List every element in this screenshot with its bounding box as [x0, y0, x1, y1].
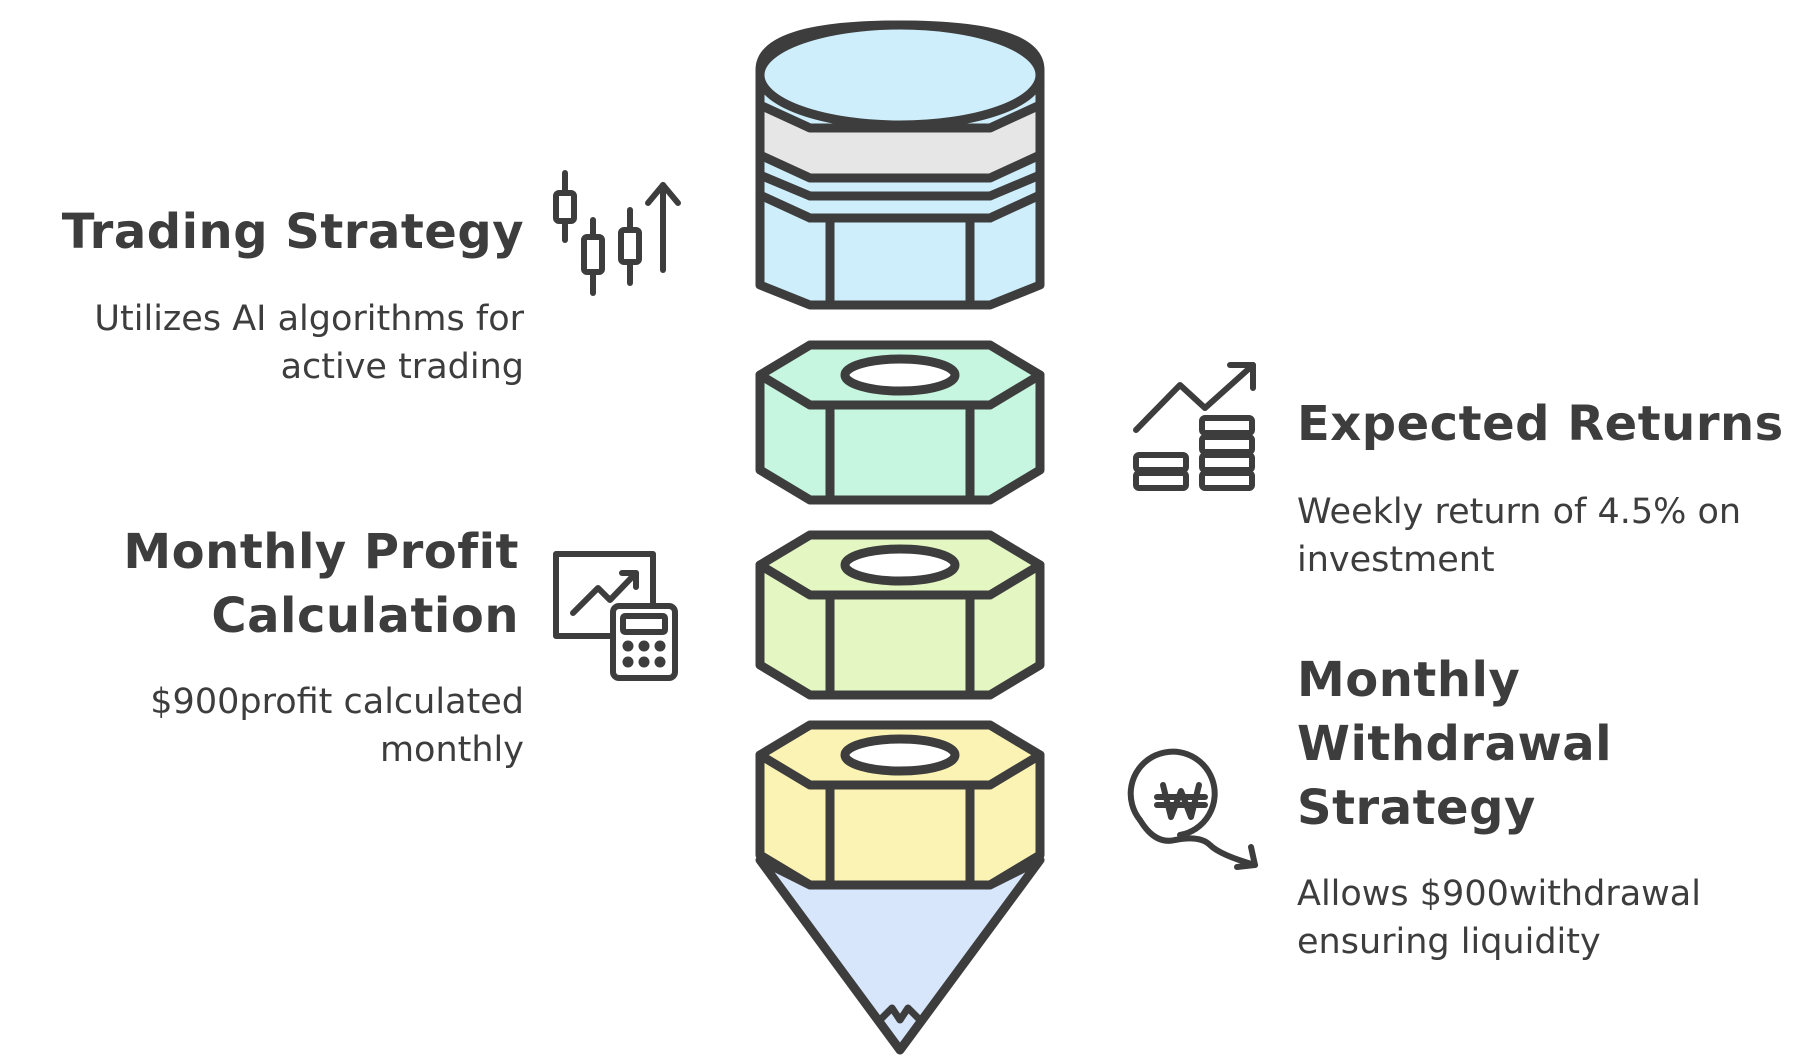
expected-returns-description-line2: investment [1297, 540, 1495, 580]
won-withdrawal-icon [1127, 748, 1258, 870]
monthly-withdrawal-title-line2: Withdrawal [1297, 716, 1613, 772]
growth-coins-icon [1133, 362, 1256, 491]
monthly-profit-title: Monthly Profit Calculation [123, 520, 519, 648]
monthly-withdrawal-description-line2: ensuring liquidity [1297, 922, 1601, 962]
monthly-profit-description: $900profit calculated monthly [150, 678, 524, 774]
monthly-withdrawal-description: Allows $900withdrawal ensuring liquidity [1297, 870, 1701, 966]
expected-returns-title: Expected Returns [1297, 396, 1784, 452]
monthly-profit-description-line2: monthly [379, 730, 524, 770]
cone-tip [755, 855, 1045, 1055]
monthly-withdrawal-title: Monthly Withdrawal Strategy [1297, 648, 1612, 840]
trading-strategy-description-line2: active trading [280, 347, 524, 387]
cylinder-top-ellipse [755, 20, 1045, 130]
chart-calculator-icon [553, 551, 678, 681]
candlestick-chart-icon [553, 170, 681, 296]
trading-strategy-title: Trading Strategy [61, 204, 524, 260]
monthly-withdrawal-description-line1: Allows $900withdrawal [1297, 874, 1701, 914]
trading-strategy-description-line1: Utilizes AI algorithms for [94, 299, 524, 339]
expected-returns-description-line1: Weekly return of 4.5% on [1297, 492, 1742, 532]
expected-returns-description: Weekly return of 4.5% on investment [1297, 488, 1741, 584]
trading-strategy-description: Utilizes AI algorithms for active tradin… [94, 295, 524, 391]
cylinder-band [755, 100, 1045, 183]
monthly-withdrawal-title-line1: Monthly [1297, 652, 1521, 708]
monthly-profit-title-line1: Monthly Profit [123, 524, 519, 580]
monthly-profit-title-line2: Calculation [211, 588, 519, 644]
stacked-layers-illustration [755, 20, 1045, 1055]
monthly-profit-description-line1: $900profit calculated [150, 682, 524, 722]
monthly-withdrawal-title-line3: Strategy [1297, 780, 1536, 836]
